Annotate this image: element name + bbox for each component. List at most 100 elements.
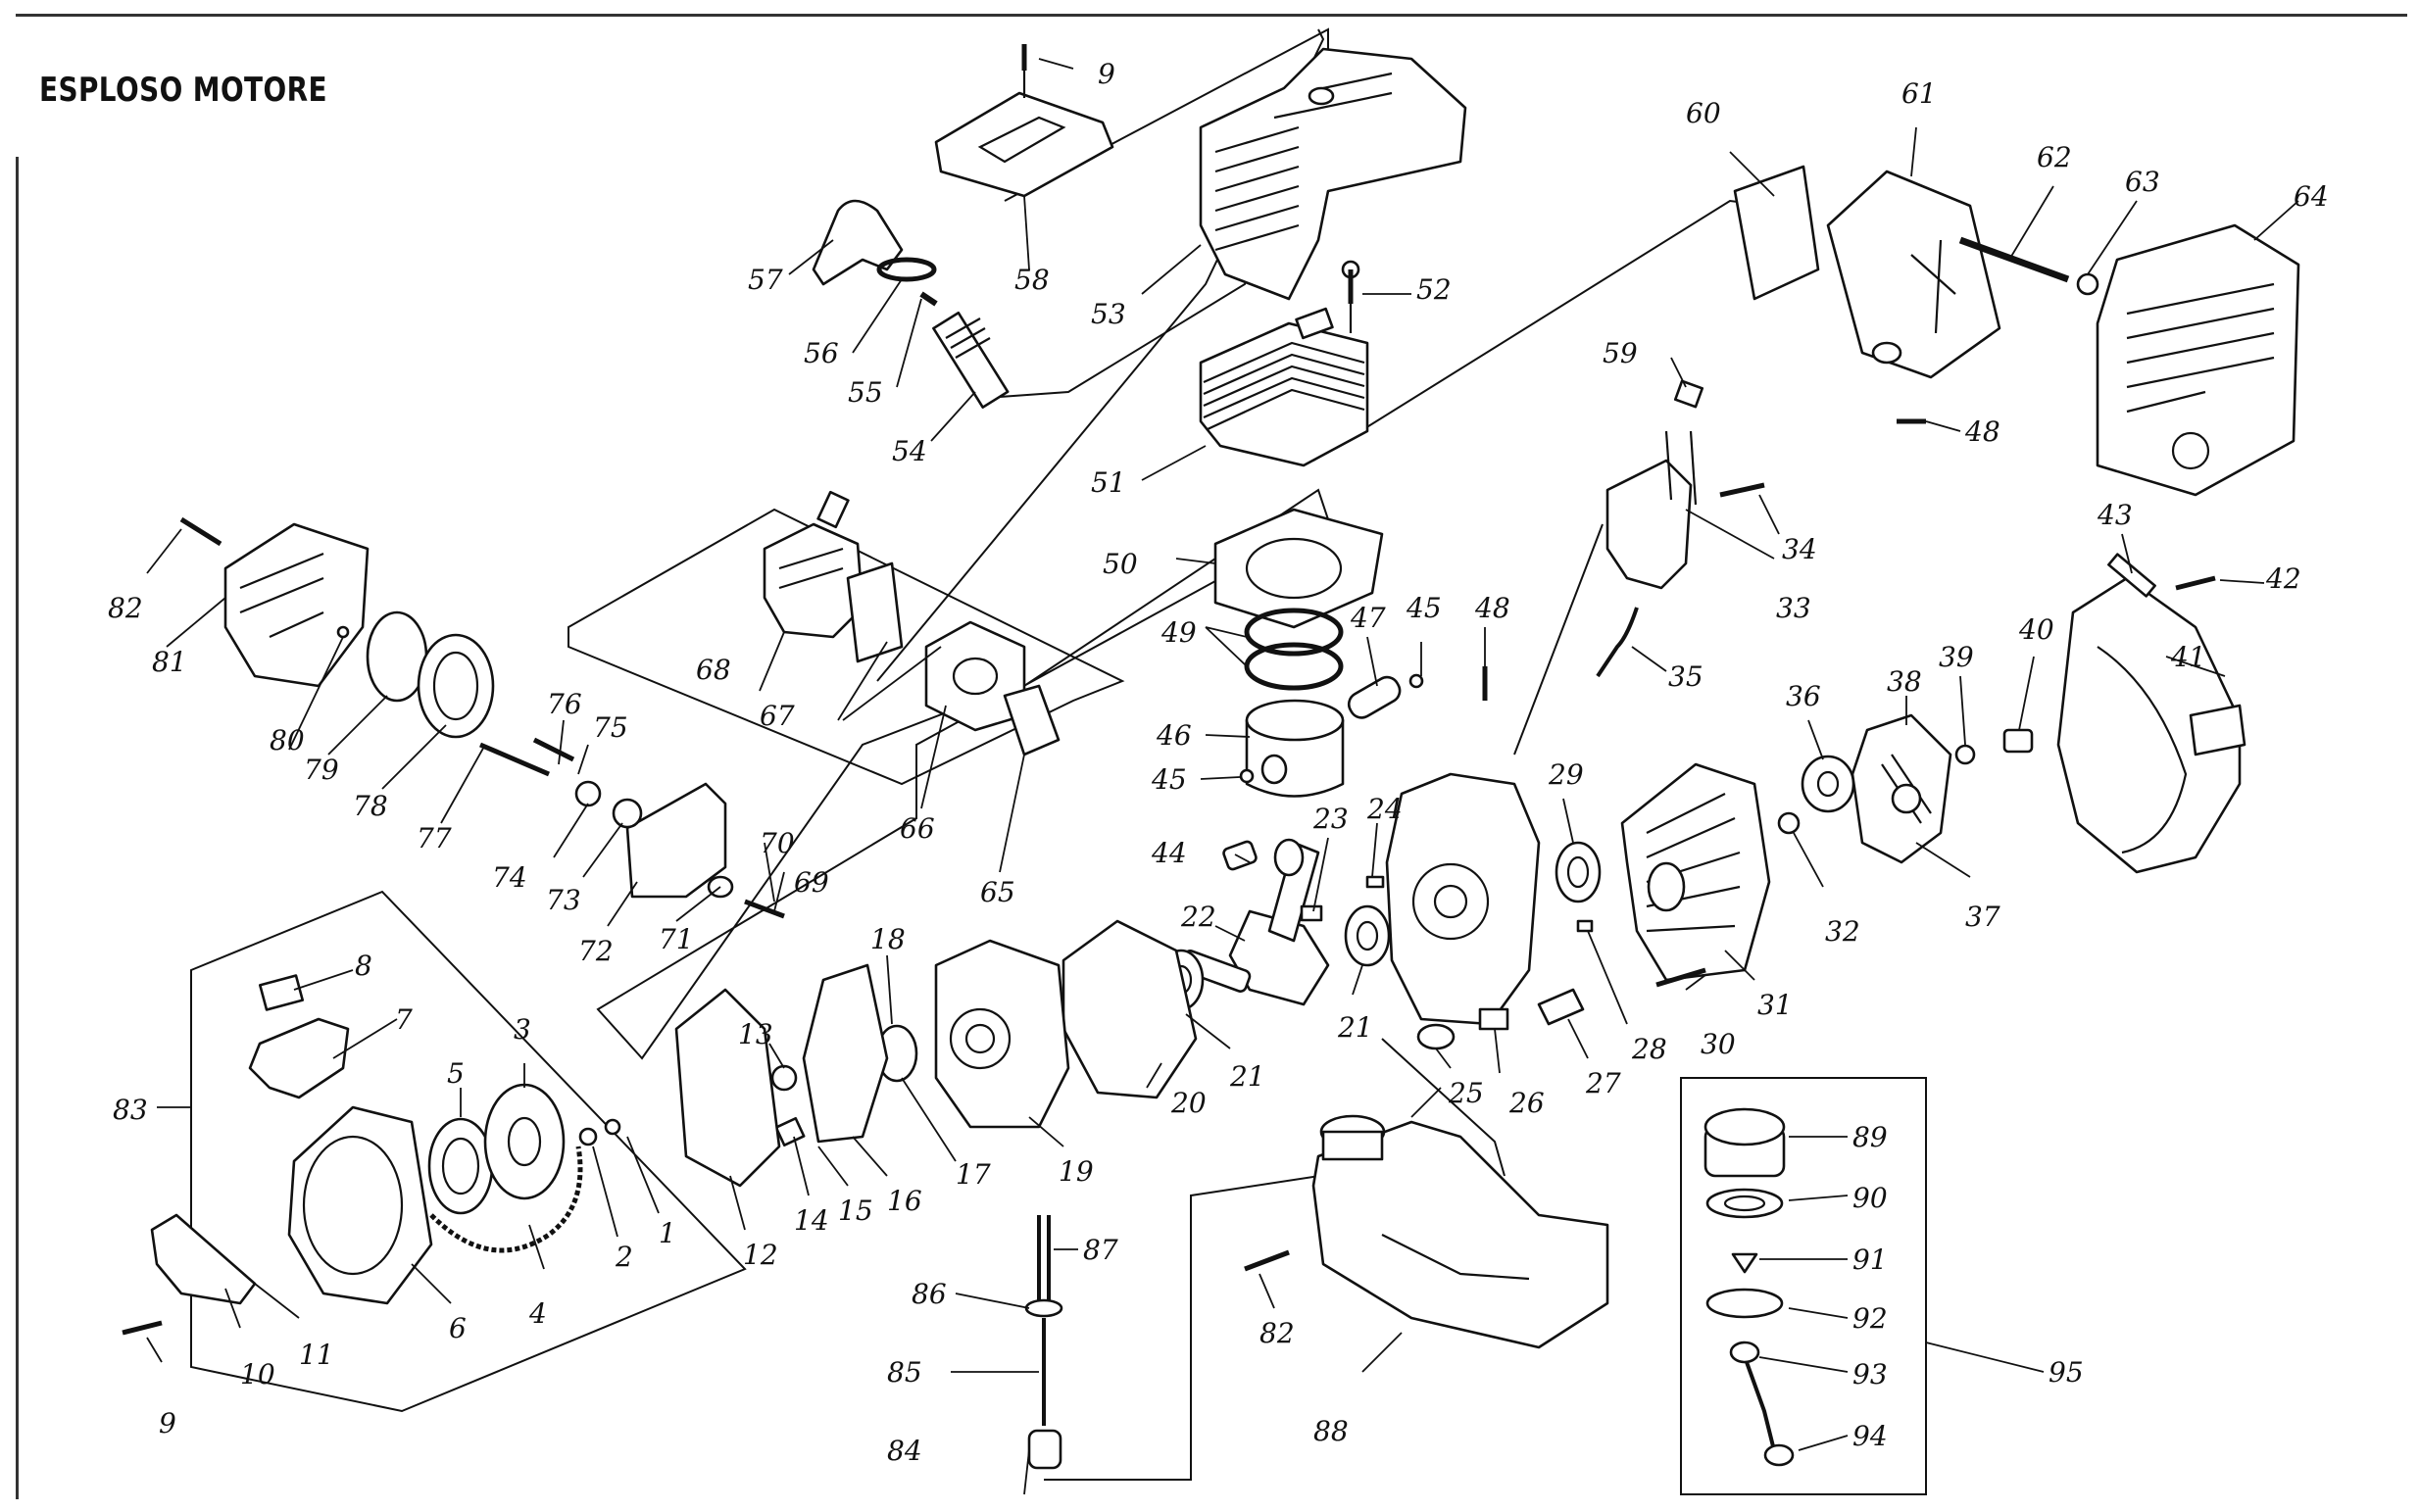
washer-2-part <box>578 1127 598 1146</box>
label-52: 52 <box>1416 273 1452 306</box>
label-54: 54 <box>892 435 927 467</box>
nut-63-part <box>2076 272 2099 296</box>
retainer-92-part <box>1705 1288 1784 1319</box>
starter-guard-part <box>150 1213 257 1305</box>
handle-cap-8-part <box>258 974 305 1011</box>
ring-93-part <box>1729 1341 1760 1364</box>
label-63: 63 <box>2125 166 2160 198</box>
label-85: 85 <box>887 1356 922 1389</box>
label-35: 35 <box>1668 660 1703 693</box>
washer-32-part <box>1777 811 1801 835</box>
label-47: 47 <box>1350 602 1386 634</box>
label-61: 61 <box>1901 77 1937 110</box>
label-18: 18 <box>870 923 906 955</box>
label-26: 26 <box>1508 1087 1545 1119</box>
label-69: 69 <box>794 866 829 899</box>
label-48-crank: 48 <box>1474 592 1510 624</box>
group-outlines <box>190 27 1927 1495</box>
label-6: 6 <box>449 1312 467 1344</box>
label-2: 2 <box>615 1241 633 1273</box>
crankcase-gasket-part <box>1061 919 1198 1099</box>
label-71: 71 <box>659 923 694 955</box>
label-64: 64 <box>2294 180 2329 213</box>
o-ring-56-part <box>876 257 937 282</box>
spark-plug-cap-part <box>812 199 904 286</box>
label-36: 36 <box>1786 680 1821 712</box>
washer-36-part <box>1801 755 1855 813</box>
plate-55-part <box>919 291 938 307</box>
label-30: 30 <box>1701 1028 1736 1060</box>
part-74-part <box>574 780 602 807</box>
cylinder-gasket-part <box>1213 508 1384 629</box>
label-1: 1 <box>659 1217 676 1249</box>
fan-housing-part <box>2056 576 2246 874</box>
label-27: 27 <box>1585 1067 1621 1099</box>
label-24: 24 <box>1366 793 1403 825</box>
bolt-40-part <box>2002 728 2034 754</box>
label-33: 33 <box>1776 592 1811 624</box>
carburetor-assembly-outline <box>568 508 1125 786</box>
starter-handle-part <box>248 1017 350 1099</box>
label-77: 77 <box>417 822 452 854</box>
label-89: 89 <box>1852 1121 1888 1153</box>
crankcase-left-part <box>934 939 1070 1129</box>
starter-assembly-outline <box>190 890 747 1413</box>
parts <box>122 44 2300 1470</box>
tether-94-part <box>1745 1361 1776 1451</box>
crankcase-right-part <box>1385 772 1541 1026</box>
muffler-gasket-part <box>1733 165 1820 301</box>
label-73: 73 <box>546 884 581 916</box>
carburetor-part <box>763 490 864 639</box>
label-19: 19 <box>1059 1155 1094 1188</box>
label-50: 50 <box>1103 548 1138 580</box>
starter-pulley-part <box>483 1083 566 1200</box>
label-95: 95 <box>2049 1356 2084 1389</box>
screw-75-76-part <box>532 737 575 762</box>
crank-link-line <box>1513 523 1604 756</box>
label-56: 56 <box>804 337 839 369</box>
piston-part <box>1245 699 1345 798</box>
label-4: 4 <box>528 1297 547 1330</box>
frame-top-border <box>16 14 2407 17</box>
label-48-muffler: 48 <box>1964 415 2000 448</box>
label-88: 88 <box>1313 1415 1349 1447</box>
fuel-filter-84-part <box>1027 1429 1062 1470</box>
ground-wire-part <box>1596 607 1639 678</box>
label-79: 79 <box>304 754 339 786</box>
fuel-tank-part <box>1311 1114 1609 1349</box>
label-44: 44 <box>1151 837 1187 869</box>
bottom-link-line <box>1381 1038 1506 1177</box>
piston-ring-upper-part <box>1244 608 1344 657</box>
label-46: 46 <box>1156 719 1192 752</box>
screw-1-part <box>604 1118 621 1136</box>
label-60: 60 <box>1686 97 1721 129</box>
muffler-link-line <box>1312 199 1770 462</box>
label-9-top: 9 <box>1098 58 1115 90</box>
label-9-bottom: 9 <box>159 1407 176 1439</box>
washer-80-part <box>336 625 350 639</box>
cap-seal-90-part <box>1705 1188 1784 1219</box>
label-78: 78 <box>353 790 388 822</box>
diagram-title: ESPLOSO MOTORE <box>39 71 327 110</box>
screw-82-tank-part <box>1244 1249 1290 1272</box>
reed-27-part <box>1537 988 1585 1026</box>
label-31: 31 <box>1757 989 1793 1021</box>
label-45-bottom: 45 <box>1151 763 1187 796</box>
label-14: 14 <box>794 1204 829 1237</box>
cylinder-cover-part <box>1199 47 1467 301</box>
label-29: 29 <box>1548 758 1584 791</box>
label-15: 15 <box>838 1195 873 1227</box>
intake-gasket-65-part <box>1003 684 1061 756</box>
label-42: 42 <box>2265 562 2301 595</box>
label-21-right: 21 <box>1337 1011 1373 1044</box>
label-49: 49 <box>1160 616 1197 649</box>
label-13: 13 <box>738 1018 773 1050</box>
air-filter-box-part <box>223 522 370 688</box>
grommet-86-part <box>1024 1298 1063 1318</box>
screw-42-part <box>2175 575 2216 591</box>
label-94: 94 <box>1852 1420 1888 1452</box>
valve-91-part <box>1731 1252 1758 1274</box>
part-73-part <box>612 798 643 829</box>
label-82-top: 82 <box>108 592 143 624</box>
label-8: 8 <box>355 950 372 982</box>
